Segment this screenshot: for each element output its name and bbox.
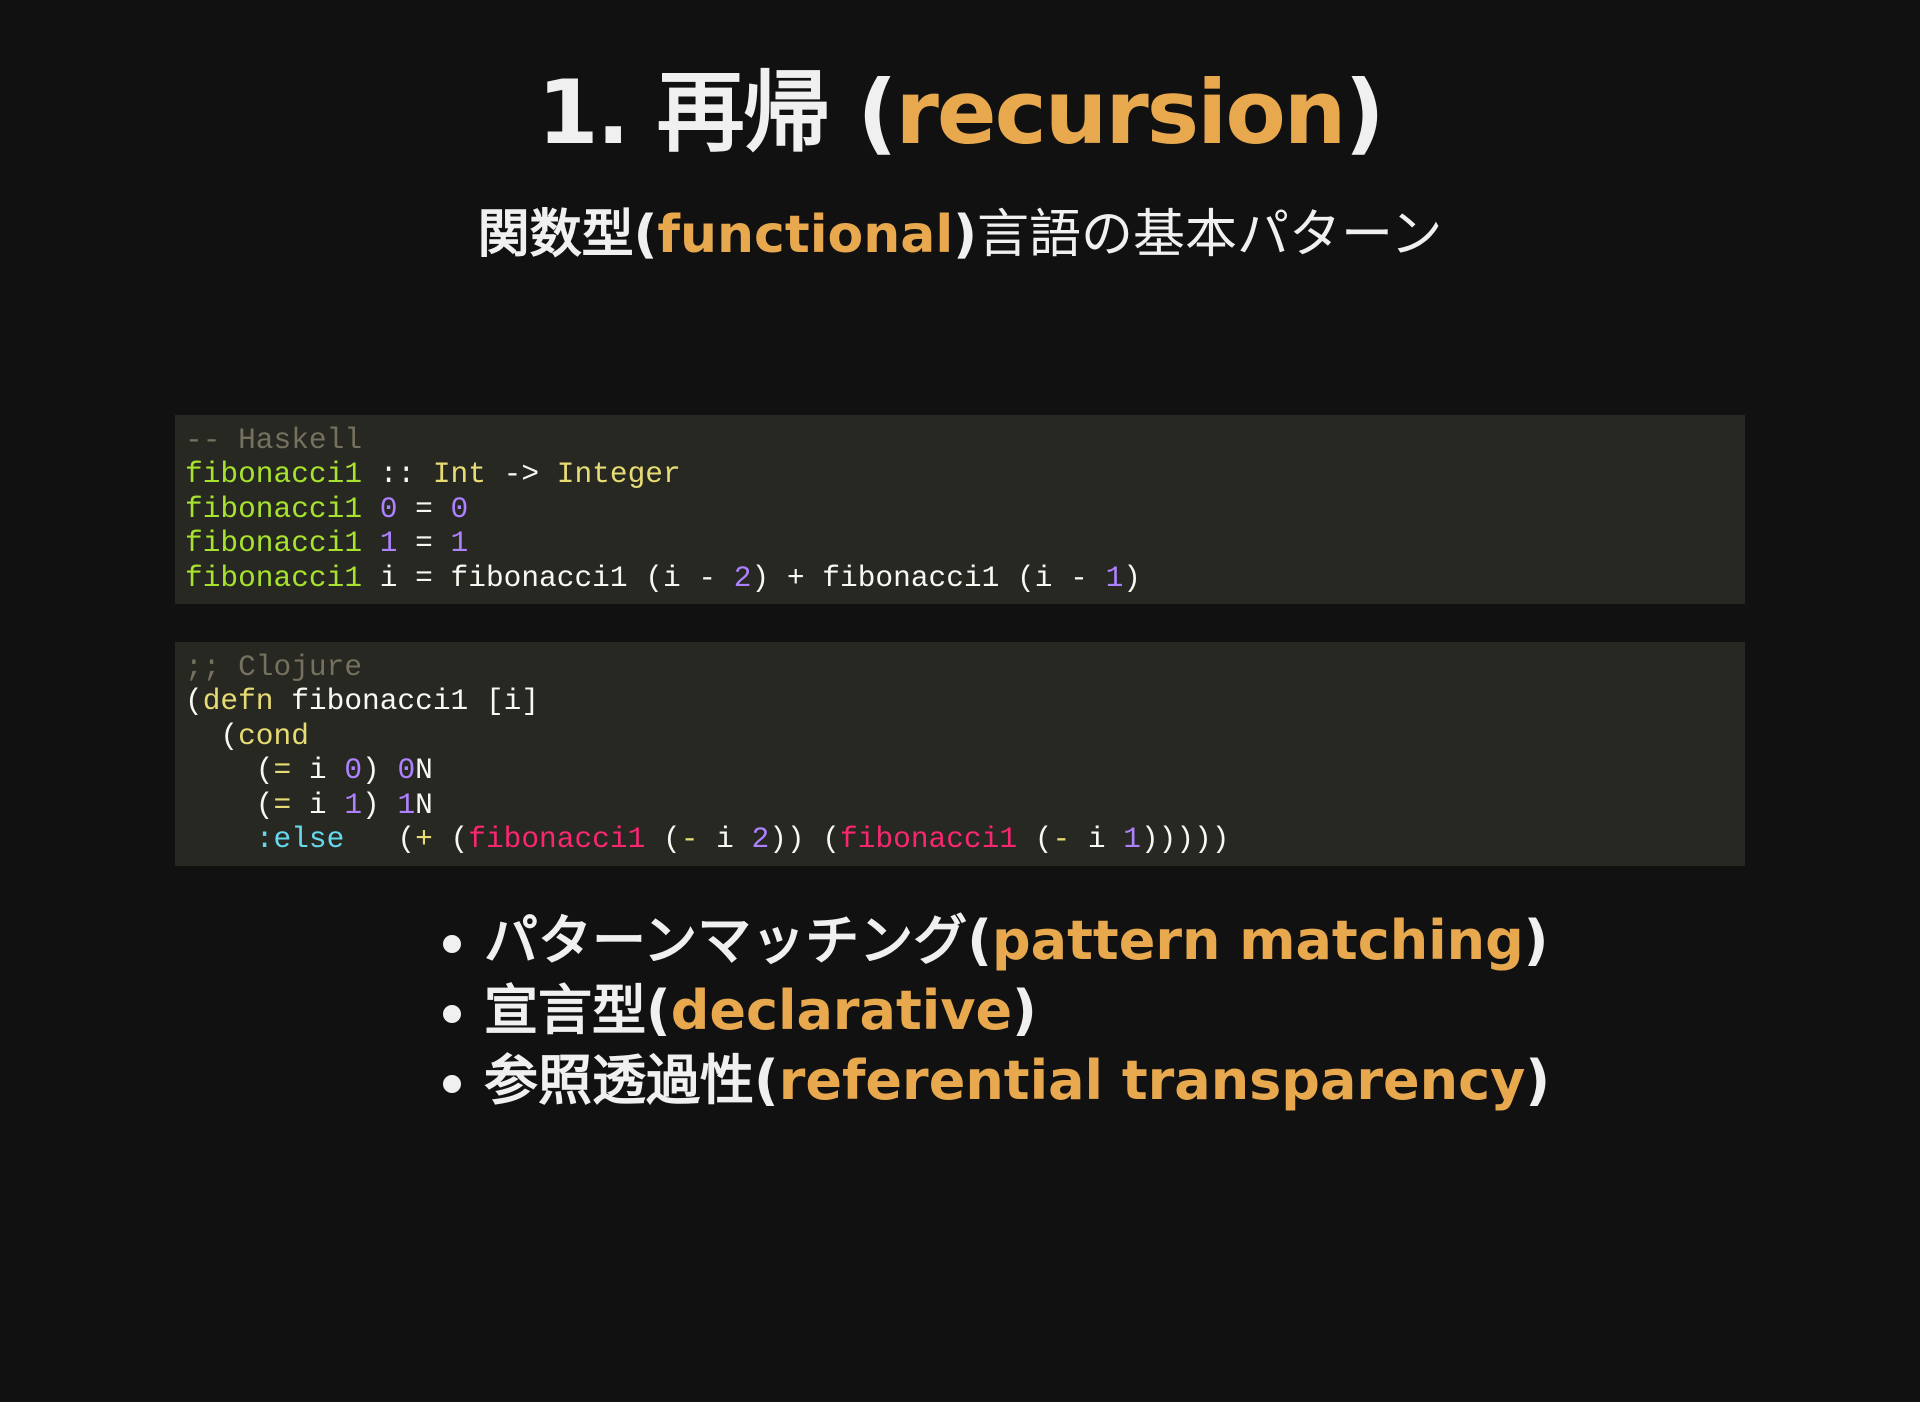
clojure-code-block: ;; Clojure(defn fibonacci1 [i] (cond (= … (175, 642, 1745, 866)
code-token: - (1052, 822, 1071, 857)
code-token: ( (1017, 822, 1053, 857)
code-token: fibonacci1 (185, 526, 363, 561)
title-accent: recursion (895, 61, 1346, 164)
code-token: ( (185, 718, 239, 753)
code-token: ;; Clojure (185, 650, 363, 684)
bullet-item: 参照透過性(referential transparency) (443, 1046, 1550, 1116)
code-token: ( (185, 684, 203, 719)
bullet-item: パターンマッチング(pattern matching) (443, 906, 1550, 976)
code-token: defn (202, 684, 274, 719)
slide-subtitle: 関数型(functional)言語の基本パターン (0, 200, 1920, 270)
code-token (362, 526, 380, 560)
code-token: fibonacci1 (840, 822, 1018, 857)
code-token: N (415, 787, 433, 822)
code-line: fibonacci1 1 = 1 (185, 526, 1735, 560)
bullet-en: referential transparency (778, 1049, 1526, 1112)
code-token: 0 (379, 491, 398, 526)
code-token: i (698, 822, 752, 857)
subtitle-bold-close: ) (953, 205, 977, 265)
code-token: :: (362, 457, 433, 492)
code-token: 0 (450, 491, 469, 526)
code-token: 1 (1105, 560, 1124, 595)
code-token: + (415, 822, 433, 857)
code-token: ) + fibonacci1 (i - (751, 560, 1106, 595)
code-token: :else (185, 822, 345, 857)
code-line: (cond (185, 719, 1735, 753)
code-line: fibonacci1 :: Int -> Integer (185, 457, 1735, 491)
bullet-en: pattern matching (991, 909, 1524, 972)
code-token: = (273, 753, 292, 788)
code-token: )) ( (769, 822, 841, 857)
code-token: -> (485, 457, 557, 492)
code-token: i (1070, 822, 1124, 857)
code-token: = (397, 491, 451, 526)
code-token: 2 (751, 822, 770, 857)
code-token: 1 (1123, 822, 1141, 857)
code-token: 0 (344, 753, 363, 788)
code-token: ( (185, 753, 274, 788)
code-token: 1 (450, 526, 469, 561)
code-token: = (397, 526, 451, 561)
code-token: fibonacci1 [i] (273, 684, 540, 719)
title-suffix: ) (1344, 61, 1384, 164)
slide-title: 1. 再帰 (recursion) (0, 60, 1920, 165)
code-token: Integer (556, 457, 681, 492)
code-token: ( (432, 822, 469, 857)
code-token: 2 (733, 560, 752, 595)
code-line: (defn fibonacci1 [i] (185, 684, 1735, 718)
code-line: fibonacci1 i = fibonacci1 (i - 2) + fibo… (185, 561, 1735, 595)
code-line: -- Haskell (185, 423, 1735, 457)
code-token: i (291, 753, 345, 788)
code-token: ))))) (1140, 822, 1230, 857)
subtitle-rest: 言語の基本パターン (976, 205, 1443, 265)
code-token: fibonacci1 (468, 822, 646, 857)
bullet-list: パターンマッチング(pattern matching) 宣言型(declarat… (443, 906, 1550, 1116)
code-line: ;; Clojure (185, 650, 1735, 684)
bullet-close: ) (1523, 909, 1549, 972)
code-line: (= i 1) 1N (185, 788, 1735, 822)
code-token: i (291, 787, 345, 822)
code-token: = (273, 787, 292, 822)
code-token: N (415, 753, 433, 788)
code-token: 1 (344, 787, 363, 822)
code-token: i = fibonacci1 (i - (362, 560, 734, 595)
code-token (362, 492, 380, 526)
bullet-close: ) (1012, 979, 1037, 1042)
code-token: - (680, 822, 699, 857)
code-token: fibonacci1 (185, 560, 363, 595)
bullet-en: declarative (670, 979, 1013, 1042)
code-token: fibonacci1 (185, 491, 363, 526)
bullet-item: 宣言型(declarative) (443, 976, 1550, 1046)
code-token: Int (432, 457, 486, 492)
code-token: 1 (379, 526, 398, 561)
code-token: ) (362, 787, 398, 822)
code-token: cond (238, 718, 309, 753)
bullet-close: ) (1525, 1049, 1550, 1112)
subtitle-accent: functional (657, 205, 954, 265)
code-token: ) (362, 753, 398, 788)
code-token: fibonacci1 (185, 457, 363, 492)
code-token: -- Haskell (185, 423, 363, 457)
code-token: 1 (397, 787, 416, 822)
code-token: 0 (397, 753, 416, 788)
code-token: ( (344, 822, 416, 857)
subtitle-bold: 関数型( (477, 205, 658, 265)
bullet-jp: 宣言型( (484, 979, 671, 1042)
title-prefix: 1. 再帰 ( (537, 61, 897, 164)
code-line: :else (+ (fibonacci1 (- i 2)) (fibonacci… (185, 822, 1735, 856)
code-line: fibonacci1 0 = 0 (185, 492, 1735, 526)
code-line: (= i 0) 0N (185, 753, 1735, 787)
bullet-jp: 参照透過性( (484, 1049, 779, 1112)
code-token: ( (185, 787, 274, 822)
code-token: ) (1123, 560, 1141, 595)
code-token: ( (645, 822, 681, 857)
bullet-jp: パターンマッチング( (484, 909, 992, 972)
